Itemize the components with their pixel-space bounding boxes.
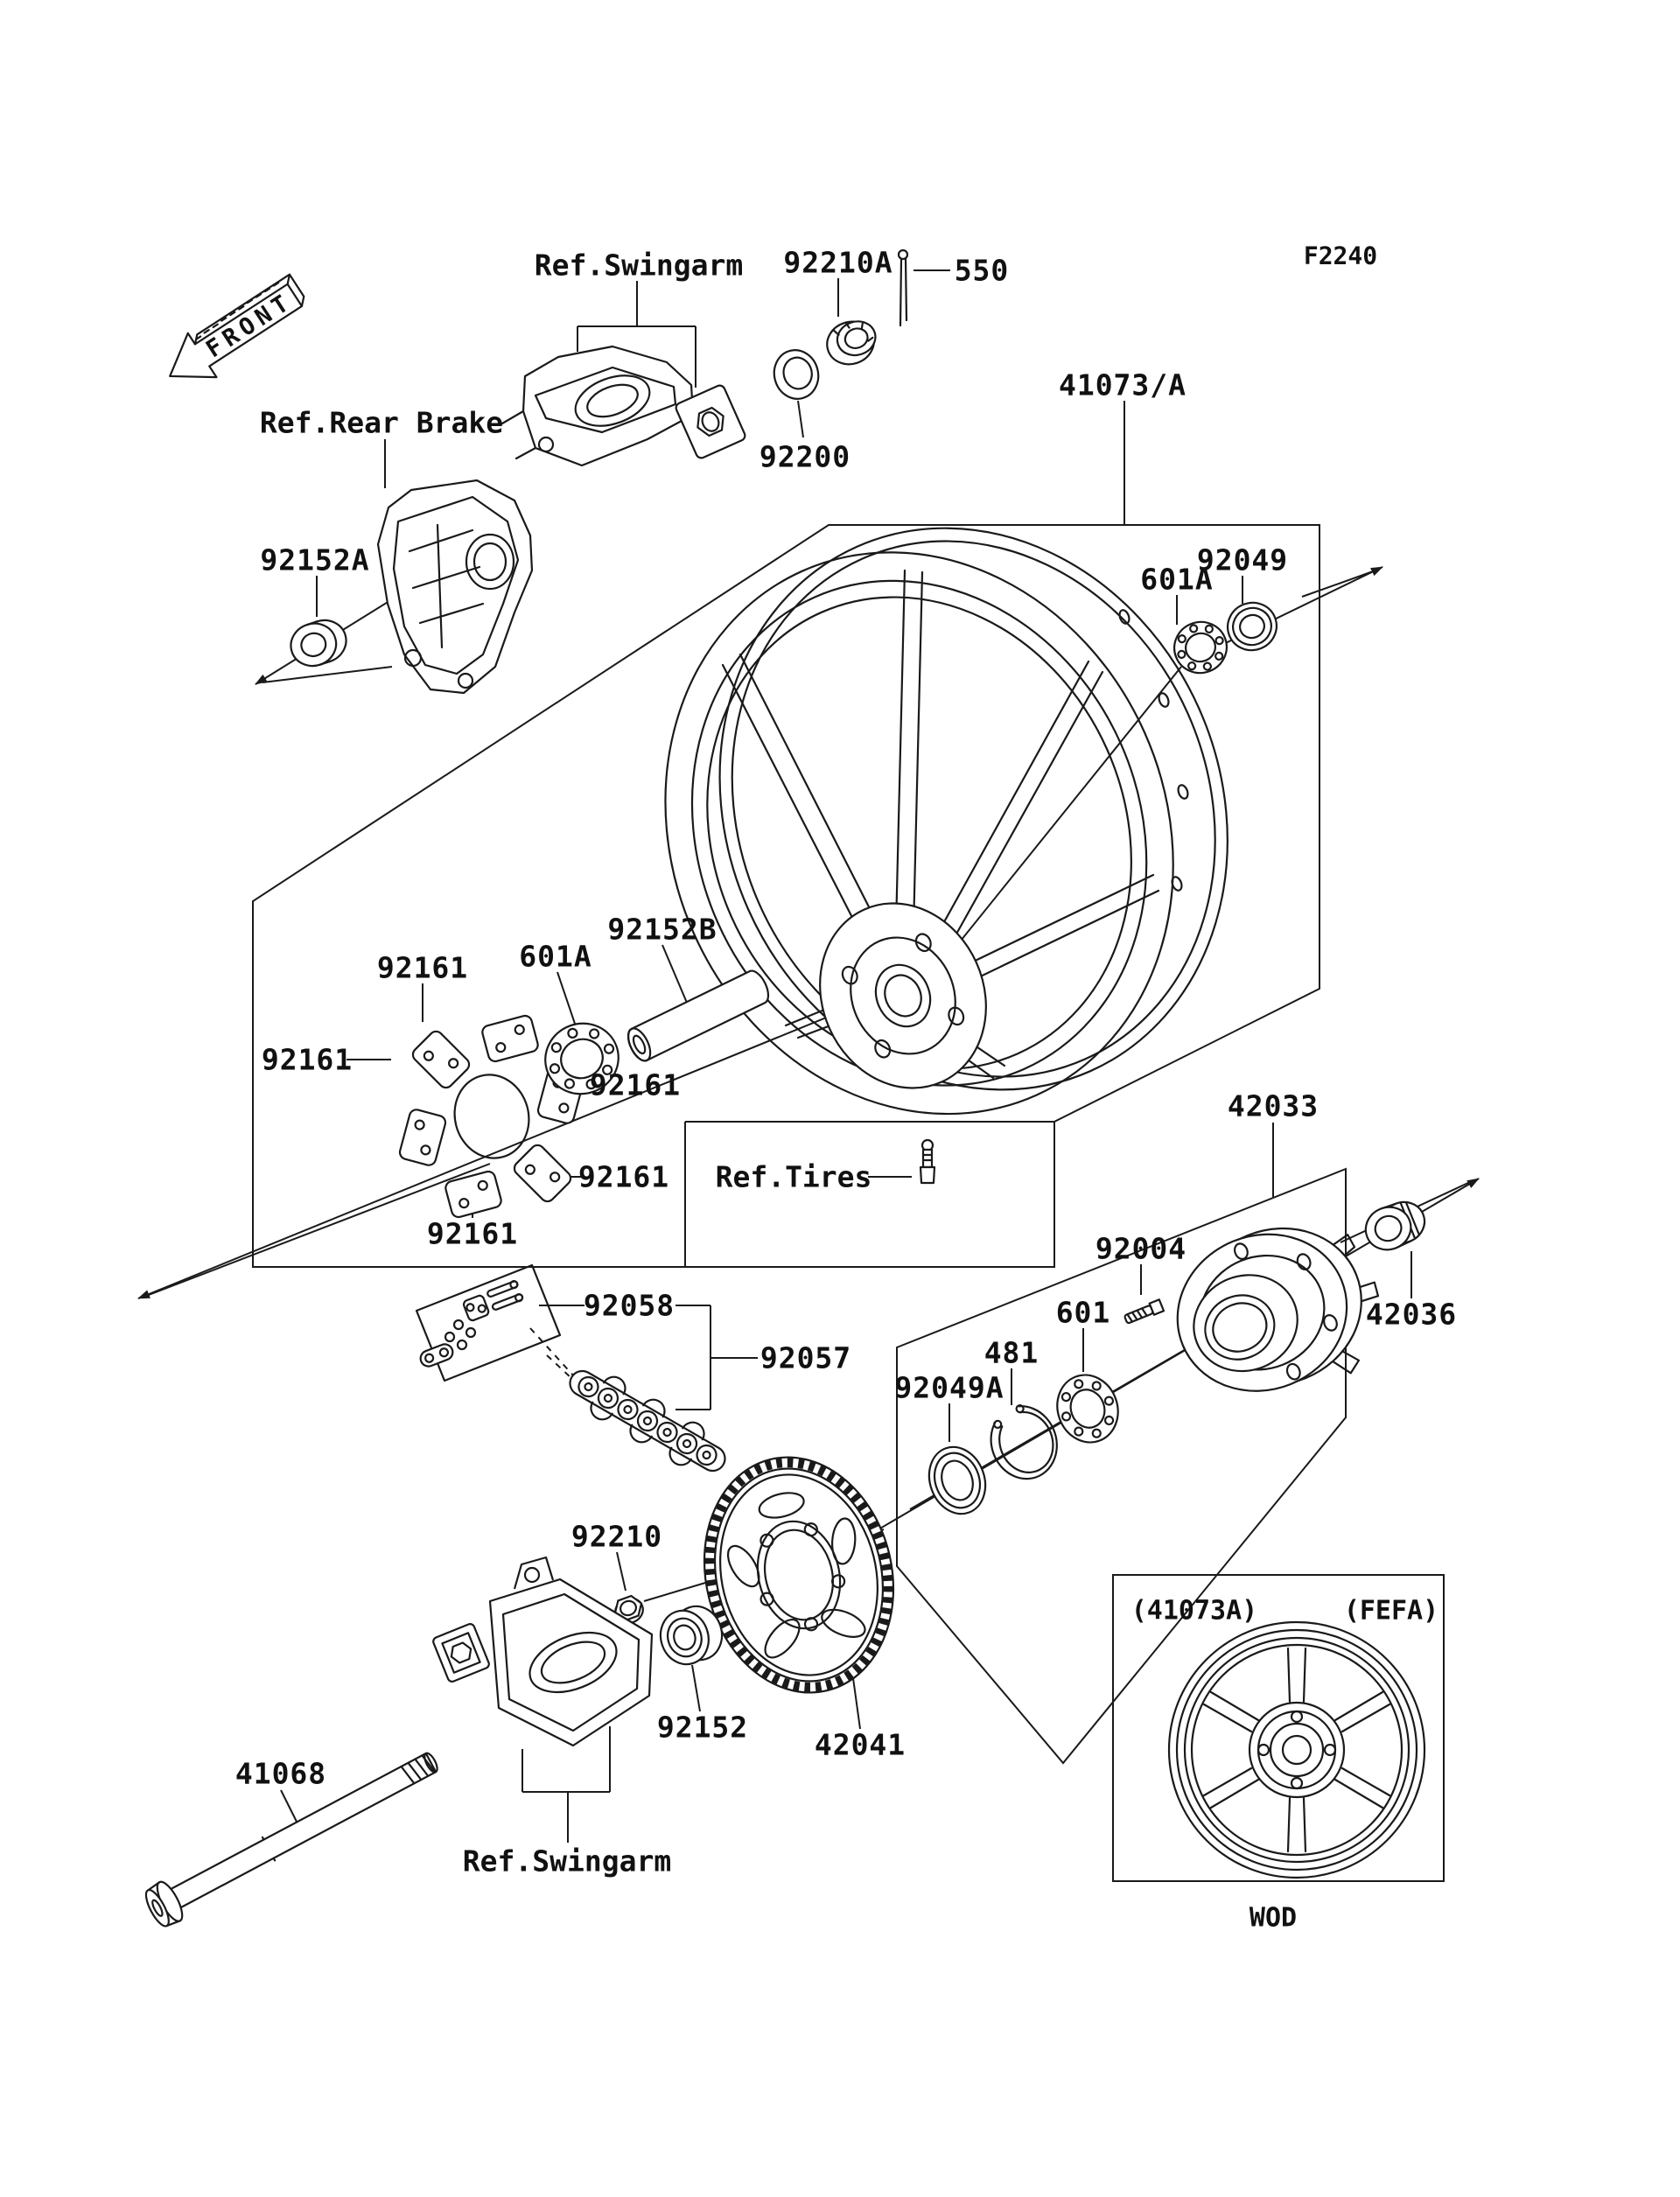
- tire-valve-drawing: [919, 1138, 936, 1185]
- circlip-481-drawing: [990, 1404, 1058, 1480]
- label-92152: 92152: [657, 1711, 748, 1745]
- label-92049a: 92049A: [894, 1371, 1004, 1405]
- axle-41068-drawing: [144, 1752, 438, 1928]
- front-arrow-badge: FRONT: [169, 273, 305, 379]
- bearing-601a-damper-drawing: [544, 1022, 620, 1095]
- group-frames: [252, 524, 1445, 1882]
- stud-92004-drawing: [1124, 1298, 1166, 1325]
- cotter-pin-drawing: [897, 248, 909, 327]
- label-42036: 42036: [1366, 1298, 1457, 1332]
- figure-code: F2240: [1304, 241, 1377, 270]
- label-92152b: 92152B: [607, 913, 717, 947]
- wheel-hub: [819, 902, 987, 1089]
- label-92058: 92058: [584, 1289, 675, 1323]
- inset-wheel-drawing: [1167, 1620, 1426, 1879]
- hub-42033-drawing: [1176, 1227, 1380, 1392]
- inset-wheel-spokes: [1202, 1647, 1391, 1853]
- label-ref-swingarm-top: Ref.Swingarm: [535, 248, 743, 283]
- label-92210: 92210: [571, 1520, 662, 1554]
- sprocket-42041-drawing: [703, 1456, 895, 1694]
- label-92049: 92049: [1197, 543, 1288, 577]
- inset-box: [1112, 1574, 1445, 1882]
- seal-92049a-drawing: [928, 1445, 987, 1515]
- label-92161-bottom: 92161: [427, 1217, 518, 1251]
- cap-42036-drawing: [1364, 1200, 1426, 1251]
- label-92004: 92004: [1096, 1232, 1186, 1266]
- master-link-box: [415, 1263, 562, 1382]
- label-inset-41073a: (41073A): [1131, 1596, 1258, 1627]
- label-41068: 41068: [235, 1757, 326, 1791]
- master-link-parts: [462, 1280, 524, 1322]
- rear-wheel-drawing: [664, 527, 1228, 1116]
- label-92057: 92057: [760, 1341, 851, 1375]
- label-550: 550: [955, 254, 1010, 288]
- label-ref-rear-brake: Ref.Rear Brake: [260, 406, 503, 440]
- label-601a-wheel: 601A: [1140, 563, 1213, 597]
- label-481: 481: [984, 1336, 1040, 1370]
- label-inset-fefa: (FEFA): [1344, 1596, 1438, 1627]
- label-inset-wod: WOD: [1250, 1903, 1297, 1934]
- castle-nut-drawing: [826, 320, 877, 366]
- damper-set-drawing: [398, 1014, 585, 1219]
- label-92161-right-lower: 92161: [578, 1160, 669, 1194]
- collar-92152-drawing: [659, 1605, 724, 1666]
- spacer-tube-92152b-drawing: [626, 969, 770, 1062]
- chain-92057-drawing: [569, 1369, 726, 1473]
- label-41073a: 41073/A: [1059, 368, 1186, 402]
- seal-92049-drawing: [1227, 601, 1278, 652]
- labels: F2240 Ref.Swingarm 92210A 550 92200 Ref.…: [235, 241, 1457, 1934]
- label-92161-top: 92161: [377, 951, 468, 985]
- spare-link: [419, 1343, 454, 1368]
- label-601: 601: [1056, 1296, 1111, 1330]
- bearing-601a-wheel-drawing: [1173, 620, 1228, 675]
- label-92210a: 92210A: [783, 246, 892, 280]
- label-92161-right-upper: 92161: [590, 1068, 681, 1102]
- label-ref-swingarm-bottom: Ref.Swingarm: [463, 1844, 671, 1879]
- bearing-601-drawing: [1056, 1374, 1119, 1444]
- label-92161-left: 92161: [262, 1043, 353, 1077]
- collar-92152a-drawing: [290, 619, 347, 668]
- wheel-spokes: [721, 569, 1160, 1080]
- label-42033: 42033: [1228, 1089, 1319, 1123]
- label-92152a: 92152A: [260, 543, 369, 577]
- label-92200: 92200: [760, 440, 850, 474]
- label-ref-tires: Ref.Tires: [716, 1160, 872, 1194]
- brake-bracket-drawing: [376, 479, 534, 695]
- swingarm-adjuster-top-drawing: [500, 345, 746, 467]
- label-601a-damper: 601A: [519, 940, 592, 974]
- washer-92200-drawing: [773, 349, 820, 400]
- swingarm-end-bottom-drawing: [432, 1556, 654, 1747]
- label-42041: 42041: [815, 1728, 906, 1762]
